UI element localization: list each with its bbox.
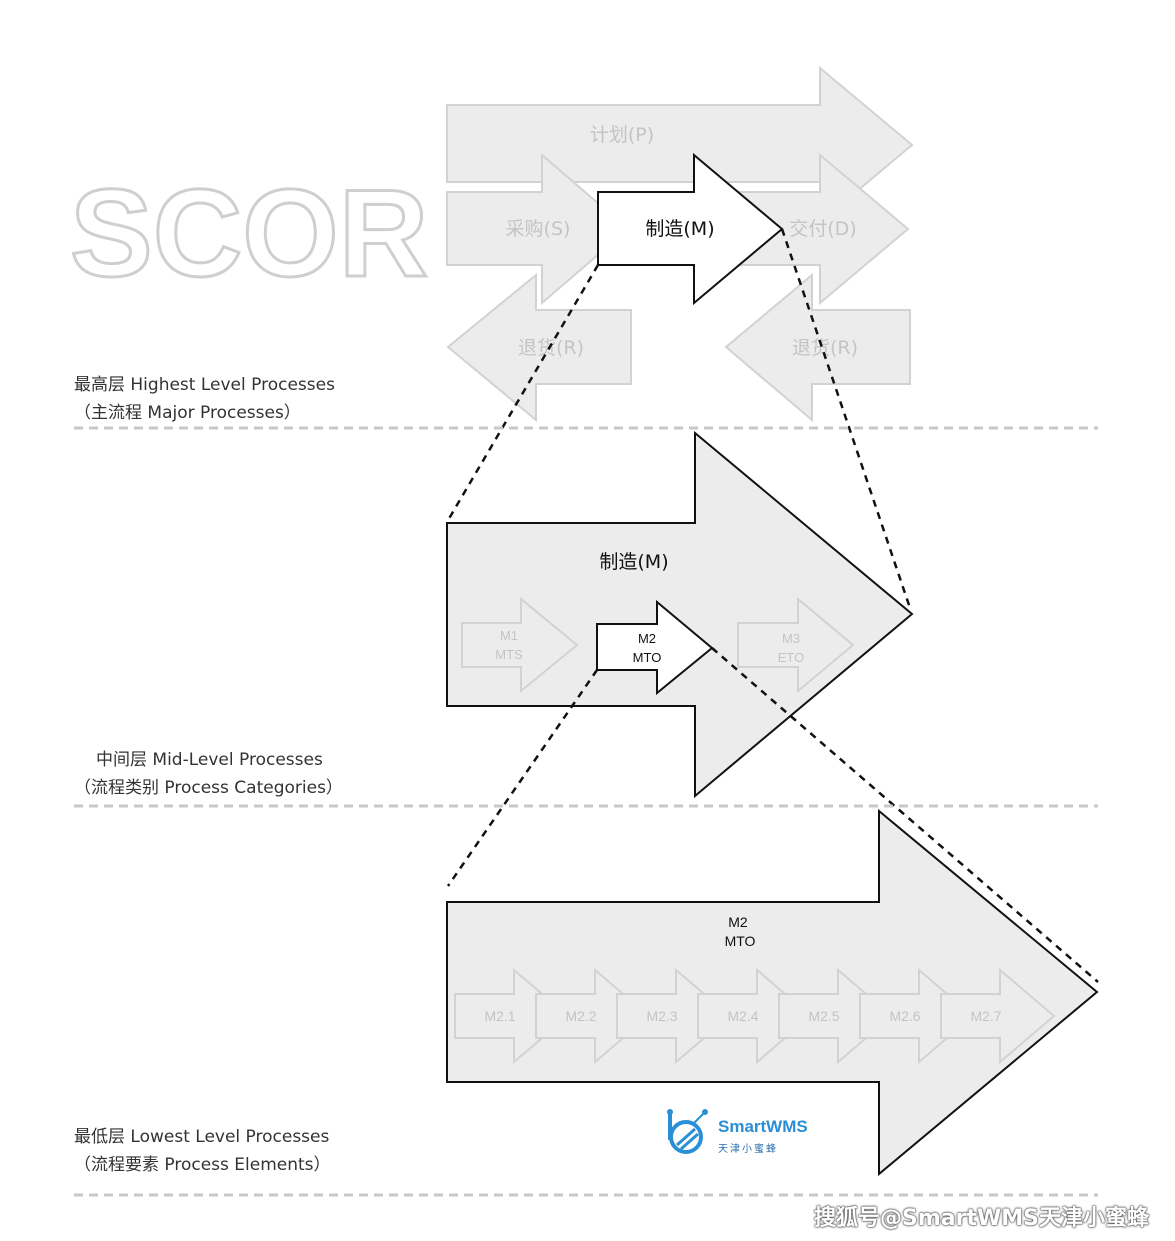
source-arrow: [446, 152, 630, 306]
m2-arrow-highlight: [596, 599, 714, 696]
scor-title: SCOR: [70, 165, 428, 303]
make-label-top: 制造(M): [645, 218, 714, 240]
m1-line2: MTS: [495, 647, 523, 662]
deliver-label: 交付(D): [789, 218, 856, 240]
element-label-5: M2.5: [808, 1008, 839, 1024]
level-label-lowest-line2: （流程要素 Process Elements）: [74, 1155, 331, 1175]
smartwms-logo-icon: [667, 1109, 708, 1154]
return-right-label: 退货(R): [792, 337, 858, 359]
level-label-mid: 中间层 Mid-Level Processes （流程类别 Process Ca…: [74, 746, 343, 802]
make-label-mid: 制造(M): [599, 551, 668, 573]
low-level-arrows: M2 MTO M2.1 M2.2 M2.3 M2.4 M2.5 M2.6 M2.7: [446, 808, 1099, 1177]
level-label-lowest: 最低层 Lowest Level Processes （流程要素 Process…: [74, 1123, 331, 1179]
make-arrow-highlight: [597, 152, 784, 306]
mid-level-arrows: 制造(M) M1 MTS M3 ETO M2 MTO: [446, 430, 914, 799]
level-label-mid-line2: （流程类别 Process Categories）: [74, 778, 343, 798]
watermark: 搜狐号@SmartWMS天津小蜜蜂: [814, 1206, 1149, 1231]
level-label-highest-line1: 最高层 Highest Level Processes: [74, 375, 335, 395]
m2-line2: MTO: [633, 650, 662, 665]
make-arrow-mid: [446, 430, 914, 799]
plan-arrow: [446, 65, 914, 225]
top-level-arrows: 计划(P) 交付(D) 采购(S) 退货(R) 退货(R) 制造(M): [446, 65, 914, 423]
smartwms-logo-subtext: 天津小蜜蜂: [718, 1144, 778, 1155]
m3-line1: M3: [782, 631, 800, 646]
m1-line1: M1: [500, 628, 518, 643]
element-label-1: M2.1: [484, 1008, 515, 1024]
level-label-lowest-line1: 最低层 Lowest Level Processes: [74, 1127, 330, 1147]
source-label: 采购(S): [506, 218, 571, 240]
element-label-3: M2.3: [646, 1008, 677, 1024]
element-label-2: M2.2: [565, 1008, 596, 1024]
zoom-lines-1: [445, 228, 912, 609]
level-label-highest-line2: （主流程 Major Processes）: [74, 403, 301, 423]
m1-arrow: [461, 596, 579, 694]
element-label-6: M2.6: [889, 1008, 920, 1024]
zoom-lines-2: [446, 647, 1099, 983]
smartwms-logo-text: SmartWMS: [718, 1117, 808, 1136]
plan-label: 计划(P): [590, 124, 654, 146]
m2-low-line1: M2: [728, 914, 748, 930]
level-label-highest: 最高层 Highest Level Processes （主流程 Major P…: [74, 371, 335, 427]
m3-line2: ETO: [778, 650, 805, 665]
element-label-7: M2.7: [970, 1008, 1001, 1024]
element-label-4: M2.4: [727, 1008, 758, 1024]
process-elements: M2.1 M2.2 M2.3 M2.4 M2.5 M2.6 M2.7: [454, 967, 1056, 1065]
m3-arrow: [737, 596, 855, 694]
m2-low-line2: MTO: [725, 933, 756, 949]
m2-line1: M2: [638, 631, 656, 646]
return-left-arrow: [446, 272, 632, 423]
return-left-label: 退货(R): [518, 337, 584, 359]
return-right-arrow: [724, 272, 911, 423]
level-label-mid-line1: 中间层 Mid-Level Processes: [96, 750, 323, 770]
element-arrow-7: [940, 967, 1056, 1065]
